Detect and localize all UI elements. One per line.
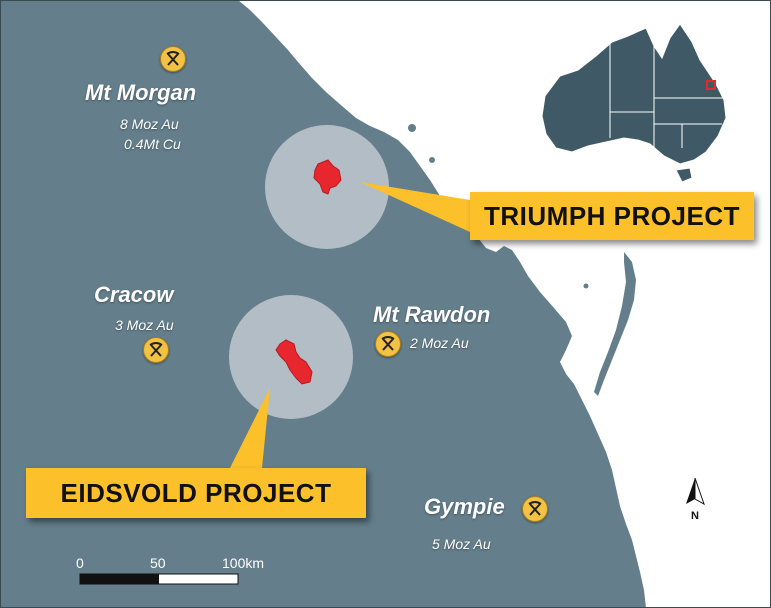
eidsvold-callout-pointer bbox=[230, 388, 270, 468]
scale-label-0: 0 bbox=[76, 555, 84, 571]
fraser-island bbox=[594, 252, 636, 396]
gympie-mine-icon bbox=[522, 496, 548, 522]
pick-axe-icon bbox=[166, 51, 180, 66]
pick-axe-icon bbox=[149, 342, 163, 357]
eidsvold-project-callout: EIDSVOLD PROJECT bbox=[26, 468, 366, 518]
island bbox=[429, 157, 435, 163]
cracow-mine-icon bbox=[143, 337, 169, 363]
island bbox=[408, 124, 416, 132]
mt-rawdon-production: 2 Moz Au bbox=[410, 335, 469, 351]
mt-morgan-label: Mt Morgan bbox=[85, 80, 197, 105]
scale-bar bbox=[79, 573, 239, 585]
gympie-label: Gympie bbox=[424, 494, 505, 519]
triumph-tenement bbox=[313, 159, 342, 195]
triumph-callout-pointer bbox=[360, 182, 470, 232]
inset-map-australia bbox=[541, 23, 727, 183]
mt-rawdon-mine-icon bbox=[375, 331, 401, 357]
gympie-production: 5 Moz Au bbox=[432, 536, 491, 552]
mt-morgan-mine-icon bbox=[160, 46, 186, 72]
pick-axe-icon bbox=[528, 501, 542, 516]
scale-label-100km: 100km bbox=[222, 555, 265, 571]
north-arrow-icon bbox=[686, 477, 705, 506]
triumph-project-callout: TRIUMPH PROJECT bbox=[470, 192, 754, 240]
cracow-production: 3 Moz Au bbox=[115, 317, 174, 333]
mt-morgan-production-cu: 0.4Mt Cu bbox=[124, 136, 181, 152]
mt-rawdon-label: Mt Rawdon bbox=[373, 302, 491, 327]
north-label: N bbox=[691, 510, 699, 522]
eidsvold-tenement bbox=[275, 339, 313, 385]
pick-axe-icon bbox=[381, 336, 395, 351]
cracow-label: Cracow bbox=[94, 282, 174, 307]
island bbox=[583, 283, 589, 289]
scale-label-50: 50 bbox=[150, 555, 166, 571]
mt-morgan-production-au: 8 Moz Au bbox=[120, 116, 179, 132]
location-marker-icon bbox=[706, 80, 716, 90]
